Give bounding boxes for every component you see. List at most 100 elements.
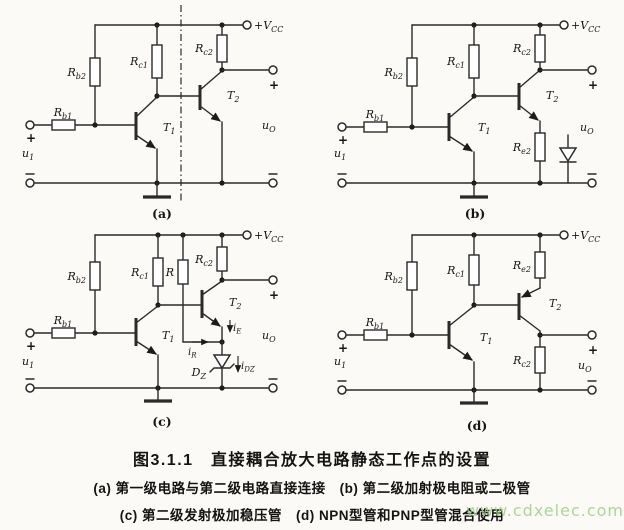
input-plus: + (26, 339, 36, 353)
r-label: R (165, 266, 174, 279)
transistor-t1: T1 (447, 305, 492, 391)
circuit-b: +VCC Rb2 Rc1 Rc2 + Rb1 u1 T1 (334, 19, 600, 221)
uo-label: uO (578, 359, 592, 374)
caption-line-2: (c) 第二级发射极加稳压管 (d) NPN型管和PNP型管混合使用 (119, 508, 505, 523)
resistor-rc1: Rc1 (446, 234, 480, 306)
resistor-rc1: Rc1 (446, 24, 480, 97)
rc2-label: Rc2 (512, 42, 531, 57)
vcc-label: +VCC (254, 19, 283, 34)
circuit-c: +VCC Rb2 Rc1 R Rc2 + Rb1 u1 (22, 229, 283, 429)
circuit-d: +VCC Rb2 Rc1 Re2 + Rb1 u1 T1 (334, 229, 600, 433)
dz-label: DZ (191, 366, 207, 381)
output-plus: + (269, 78, 279, 92)
ground-symbol (143, 182, 171, 199)
figure-title: 图3.1.1 直接耦合放大电路静态工作点的设置 (132, 452, 492, 469)
rc2-label: Rc2 (512, 354, 531, 369)
ir-label: iR (188, 347, 197, 360)
transistor-t2: T2 (198, 70, 239, 184)
input-network: + Rb1 u1 (334, 316, 450, 370)
transistor-t1: T1 (134, 305, 174, 389)
panel-c-letter: (c) (152, 414, 171, 429)
top-rail (94, 22, 244, 28)
u1-label: u1 (22, 147, 34, 162)
resistor-rc2: Rc2 (194, 234, 228, 281)
transistor-t2-pnp: T2 (517, 287, 561, 336)
uo-label: uO (262, 329, 276, 344)
resistor-rb2: Rb2 (383, 24, 418, 128)
u1-label: u1 (334, 355, 346, 370)
panel-d-letter: (d) (467, 418, 488, 433)
vcc-terminal: +VCC (242, 19, 283, 34)
vcc-label: +VCC (571, 19, 600, 34)
output-plus: + (269, 288, 279, 302)
panel-a-letter: (a) (152, 206, 172, 221)
rb1-label: Rb1 (365, 108, 385, 123)
resistor-rc1: Rc1 (130, 234, 164, 306)
t1-label: T1 (162, 329, 174, 344)
resistor-rb2: Rb2 (383, 234, 418, 336)
bottom-rail (337, 173, 597, 188)
bottom-rail (25, 173, 278, 188)
rb2-label: Rb2 (383, 66, 403, 81)
rb2-label: Rb2 (66, 66, 86, 81)
figure-caption: 图3.1.1 直接耦合放大电路静态工作点的设置 (a) 第一级电路与第二级电路直… (0, 446, 624, 524)
caption-line-1: (a) 第一级电路与第二级电路直接连接 (b) 第二级加射极电阻或二极管 (93, 481, 531, 496)
uo-label: uO (580, 121, 594, 136)
uo-label: uO (262, 119, 276, 134)
idz-label: iDZ (241, 361, 255, 374)
output-plus: + (588, 78, 598, 92)
site-watermark: www.cdxelec.com (466, 501, 624, 520)
input-network: + Rb1 u1 (22, 106, 137, 162)
ground-symbol (144, 387, 172, 403)
u1-label: u1 (334, 147, 346, 162)
u1-label: u1 (22, 355, 34, 370)
resistor-rb2: Rb2 (66, 24, 101, 126)
top-rail (411, 232, 561, 238)
ie-current-arrow: iE (226, 320, 241, 336)
t1-label: T1 (163, 121, 175, 136)
ground-symbol (460, 389, 488, 405)
resistor-re2: Re2 (512, 234, 546, 289)
re2-label: Re2 (512, 259, 531, 274)
t1-label: T1 (478, 121, 490, 136)
ie-label: iE (233, 323, 241, 336)
diode (558, 134, 578, 184)
rc1-label: Rc1 (130, 266, 149, 281)
top-rail (94, 232, 244, 238)
interstage-wire (154, 93, 201, 99)
t2-label: T2 (549, 297, 561, 312)
rb1-label: Rb1 (53, 314, 73, 329)
resistor-r: R (165, 234, 189, 343)
ground-symbol (460, 182, 488, 199)
zener-dz: DZ iDZ (191, 341, 255, 389)
rb1-label: Rb1 (365, 316, 385, 331)
bottom-rail (337, 380, 597, 395)
t1-label: T1 (480, 331, 492, 346)
interstage-wire (155, 302, 203, 308)
input-plus: + (338, 133, 348, 147)
vcc-terminal: +VCC (559, 229, 600, 244)
input-network: + Rb1 u1 (334, 108, 450, 162)
input-network: + Rb1 u1 (22, 314, 137, 370)
output-network: + uO (219, 275, 279, 344)
bottom-rail (25, 378, 278, 393)
t2-label: T2 (227, 89, 239, 104)
interstage-wire (471, 93, 520, 99)
r-to-emitter-wire: iR (182, 338, 225, 360)
resistor-rb2: Rb2 (66, 234, 101, 334)
output-plus: + (588, 343, 598, 357)
resistor-rc1: Rc1 (129, 24, 163, 97)
circuit-a: +VCC Rb2 Rc1 Rc2 + Rb1 u1 T1 (22, 5, 283, 221)
rb2-label: Rb2 (66, 270, 86, 285)
rc2-label: Rc2 (194, 42, 213, 57)
vcc-label: +VCC (254, 229, 283, 244)
interstage-wire (471, 302, 520, 308)
resistor-rc2: Rc2 (512, 24, 546, 71)
rb1-label: Rb1 (53, 106, 73, 121)
transistor-t1: T1 (447, 96, 490, 184)
output-network: + uO (537, 330, 598, 374)
resistor-re2: Re2 (512, 132, 546, 184)
panel-b-letter: (b) (465, 206, 486, 221)
rb2-label: Rb2 (383, 270, 403, 285)
